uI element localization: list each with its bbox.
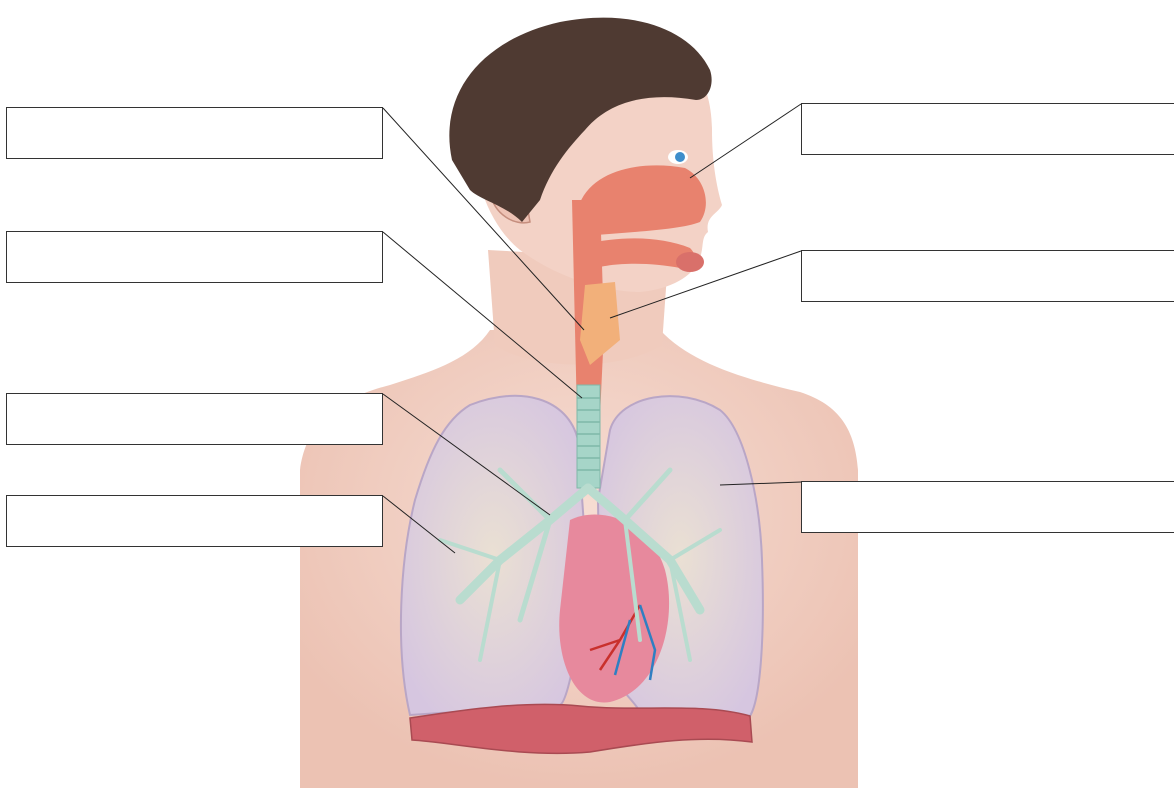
trachea	[577, 385, 600, 488]
label-box-left-2[interactable]	[6, 231, 383, 283]
label-box-left-3[interactable]	[6, 393, 383, 445]
lips	[676, 252, 704, 272]
iris	[675, 152, 685, 162]
label-box-left-1[interactable]	[6, 107, 383, 159]
label-box-right-1[interactable]	[801, 103, 1174, 155]
label-box-right-3[interactable]	[801, 481, 1174, 533]
label-box-left-4[interactable]	[6, 495, 383, 547]
label-box-right-2[interactable]	[801, 250, 1174, 302]
